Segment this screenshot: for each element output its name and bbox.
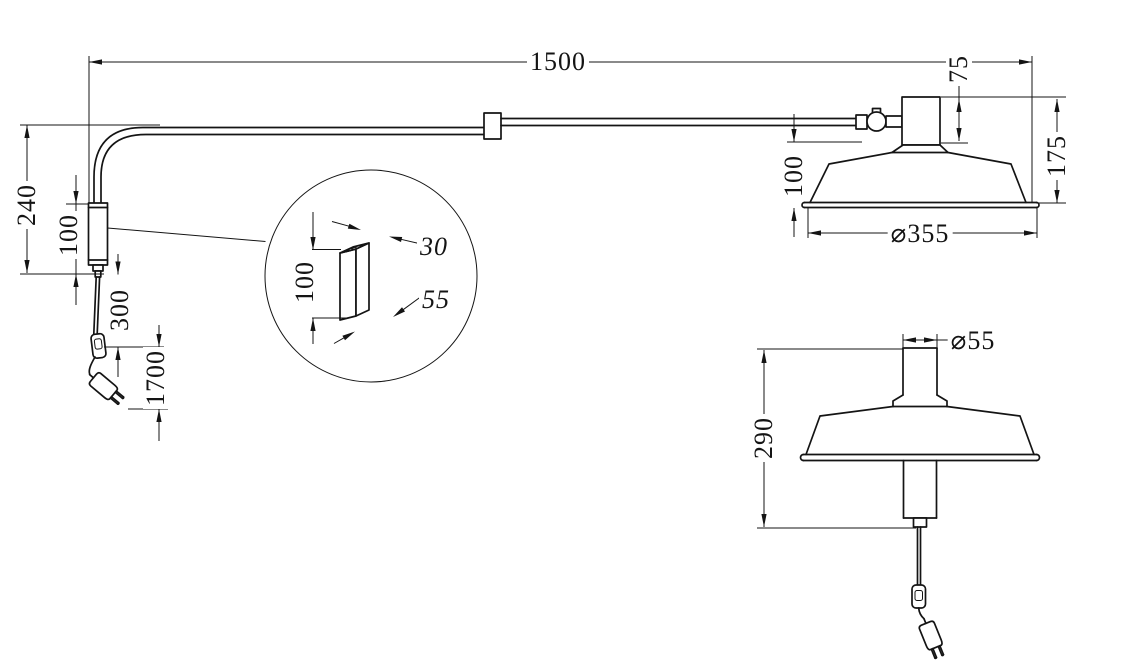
cord-switch: [90, 332, 107, 360]
dim-arm-span: 1500: [527, 49, 589, 75]
wall-bracket: [87, 202, 109, 278]
dim-tube-diameter: ⌀55: [947, 328, 999, 354]
power-cord: [83, 276, 128, 408]
lamp-head-front-view: [799, 347, 1041, 661]
lamp-head-side-view: [801, 96, 1040, 209]
detail-circle: [107, 169, 478, 383]
dim-detail-height: 100: [290, 258, 319, 306]
dim-cord-length: 1700: [141, 347, 170, 409]
dim-bracket-height: 100: [54, 211, 83, 259]
dim-socket-height: 75: [944, 52, 973, 86]
dim-cord-to-switch: 300: [105, 286, 134, 334]
dim-detail-depth: 55: [419, 287, 453, 313]
wall-arm: [93, 107, 903, 204]
dim-lamp-height: 290: [749, 414, 778, 462]
power-plug-front: [915, 614, 948, 661]
power-plug: [83, 367, 128, 408]
dim-detail-width: 30: [417, 234, 451, 260]
dim-wall-drop: 240: [12, 181, 41, 229]
detail-bracket-box: [339, 242, 370, 321]
dim-head-height: 175: [1042, 132, 1071, 180]
dim-shade-height: 100: [779, 152, 808, 200]
dim-shade-diameter: ⌀355: [887, 221, 953, 247]
